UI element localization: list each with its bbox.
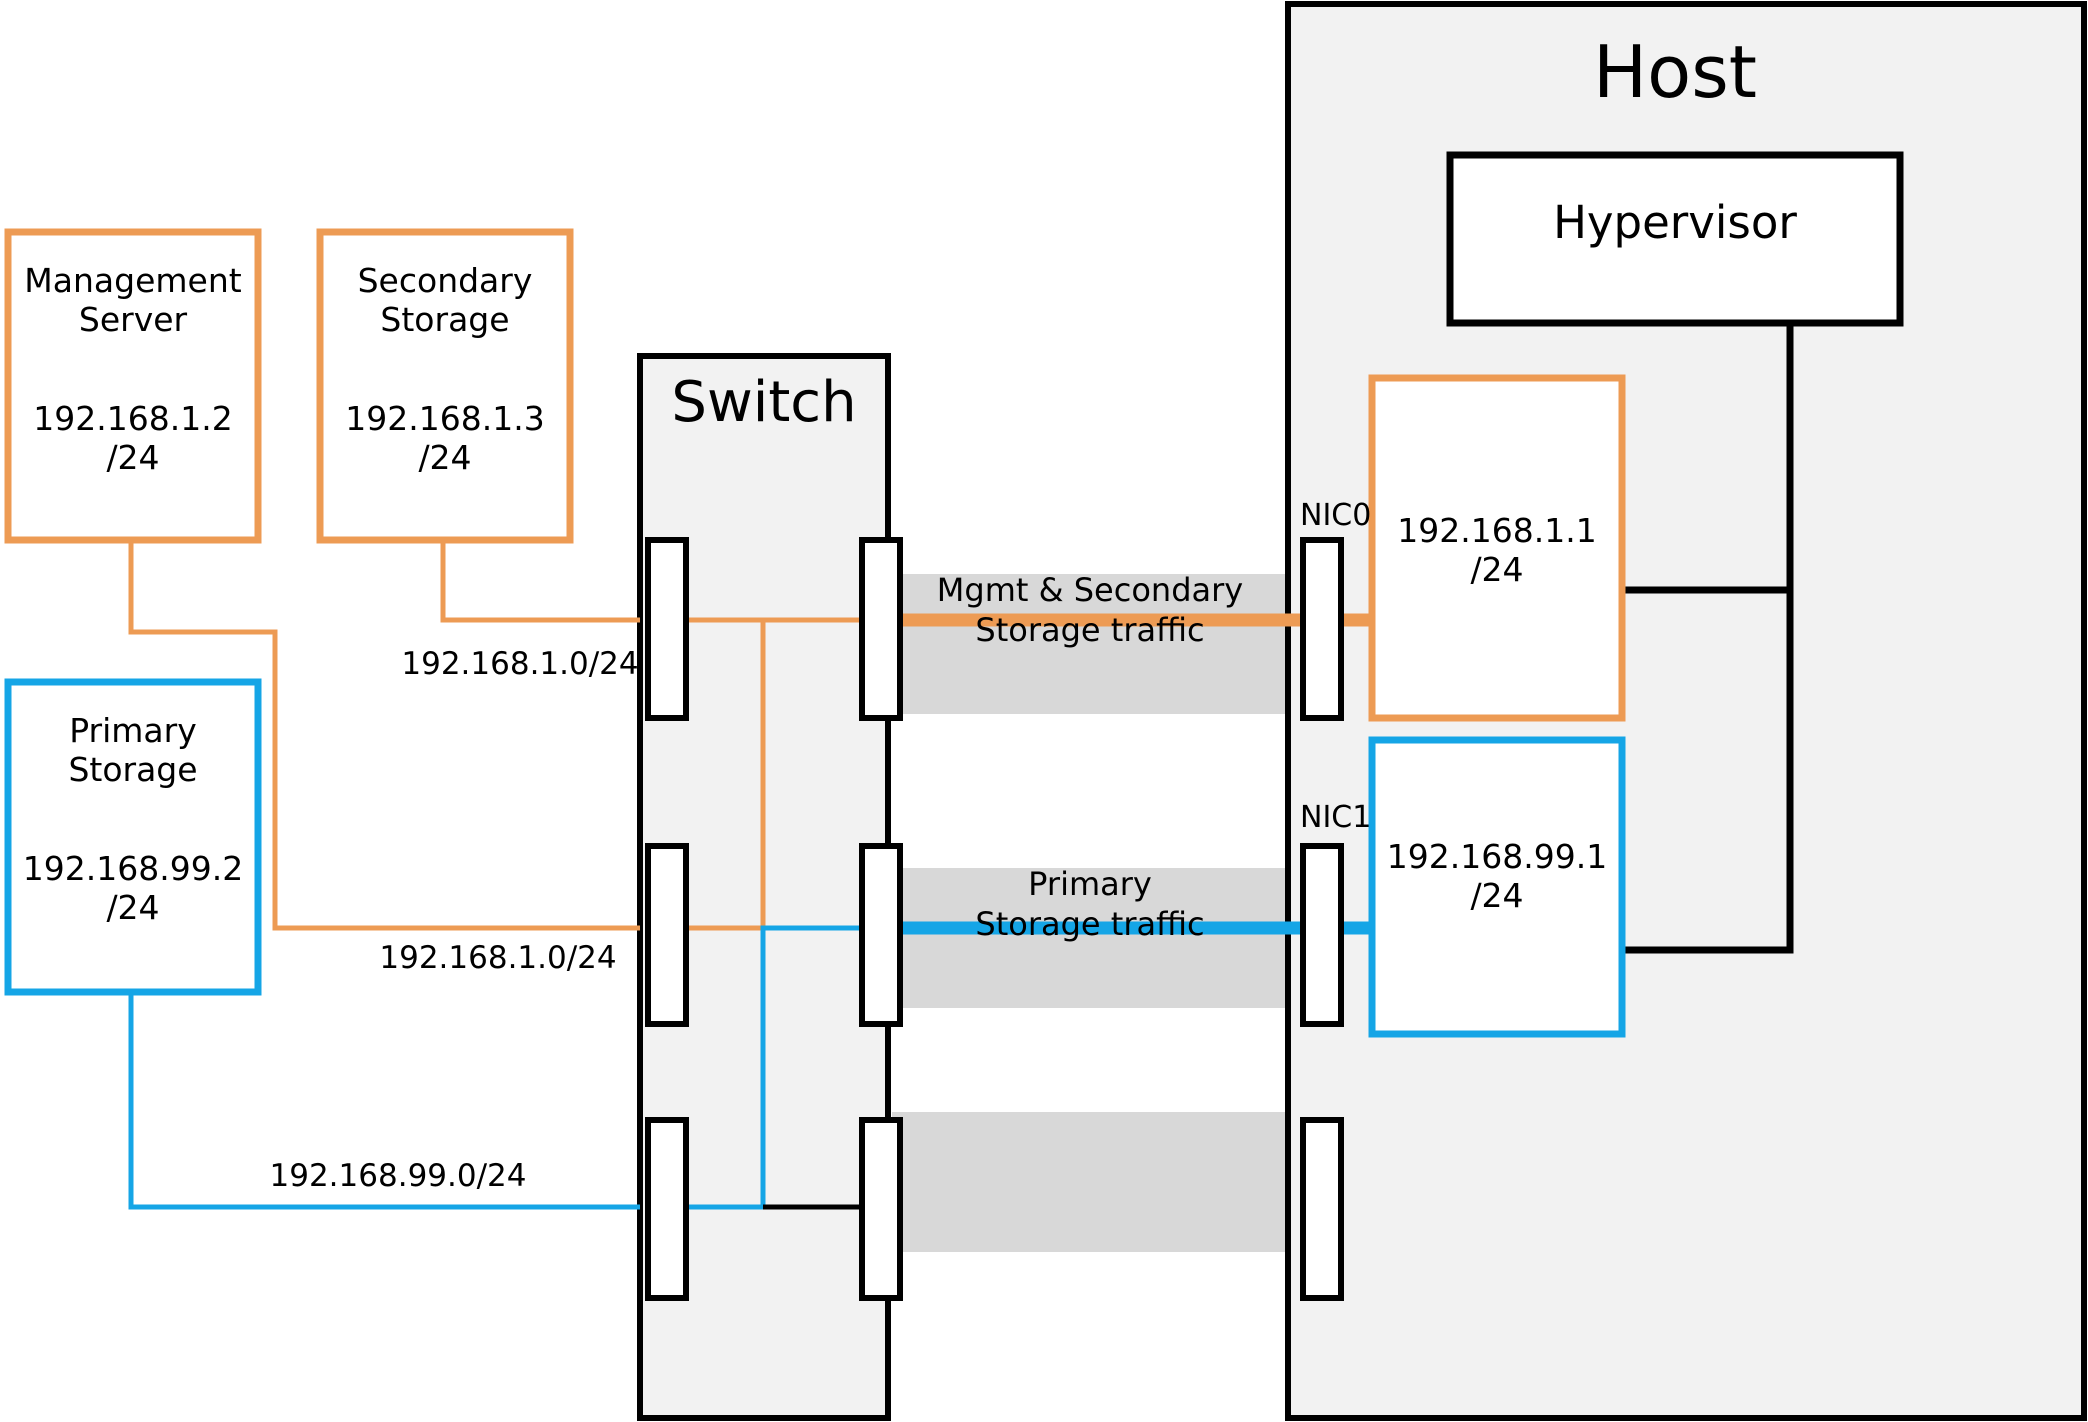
nic0-ip-value: 192.168.1.1 /24 — [1397, 511, 1597, 589]
host-title: Host — [1593, 30, 1757, 114]
wire-primary-to-switch — [128, 992, 640, 1210]
traffic-band-lower — [892, 1112, 1288, 1252]
nic1-ip-box[interactable] — [1368, 736, 1626, 1038]
host-nic0-port[interactable] — [1300, 537, 1344, 721]
traffic-band-mgmt-secondary — [892, 574, 1288, 714]
secondary-storage-box[interactable] — [316, 228, 574, 544]
nic1-ip-value: 192.168.99.1 /24 — [1386, 837, 1608, 915]
link-label-primary-to-switch: 192.168.99.0/24 — [269, 1158, 527, 1194]
wire-switch-internal-blue — [668, 925, 860, 1210]
hypervisor-label: Hypervisor — [1553, 196, 1797, 249]
nic1-label: NIC1 — [1300, 800, 1372, 835]
switch-port-right-1[interactable] — [859, 537, 903, 721]
link-label-secondary-to-switch: 192.168.1.0/24 — [401, 646, 639, 682]
management-server-box[interactable] — [4, 228, 262, 544]
switch-port-left-3[interactable] — [645, 1117, 689, 1301]
wire-hypervisor-to-nic1-ip — [1620, 590, 1794, 954]
link-label-management-to-switch: 192.168.1.0/24 — [379, 940, 617, 976]
management-server-name: Management Server — [24, 261, 242, 339]
switch-port-right-3[interactable] — [859, 1117, 903, 1301]
traffic-label-primary-line2: Storage traffic — [975, 905, 1205, 943]
primary-storage-name: Primary Storage — [68, 711, 198, 789]
nic0-label: NIC0 — [1300, 498, 1372, 533]
hypervisor-box[interactable] — [1446, 151, 1904, 327]
secondary-storage-ip: 192.168.1.3 /24 — [345, 399, 545, 477]
secondary-storage-name: Secondary Storage — [357, 261, 533, 339]
primary-storage-ip: 192.168.99.2 /24 — [22, 849, 244, 927]
switch-title: Switch — [671, 370, 857, 435]
traffic-band-primary — [892, 868, 1288, 1008]
primary-storage-box[interactable] — [4, 678, 262, 996]
traffic-label-mgmt-secondary-line1: Mgmt & Secondary — [936, 571, 1244, 609]
traffic-label-primary-line1: Primary — [1028, 865, 1152, 903]
switch-port-right-2[interactable] — [859, 843, 903, 1027]
switch-port-left-2[interactable] — [645, 843, 689, 1027]
wire-secondary-to-switch — [440, 540, 640, 623]
nic0-ip-box[interactable] — [1368, 374, 1626, 722]
host-nic2-port[interactable] — [1300, 1117, 1344, 1301]
wire-management-to-switch — [128, 540, 640, 931]
host-nic1-port[interactable] — [1300, 843, 1344, 1027]
traffic-label-mgmt-secondary-line2: Storage traffic — [975, 611, 1205, 649]
switch-port-left-1[interactable] — [645, 537, 689, 721]
management-server-ip: 192.168.1.2 /24 — [33, 399, 233, 477]
